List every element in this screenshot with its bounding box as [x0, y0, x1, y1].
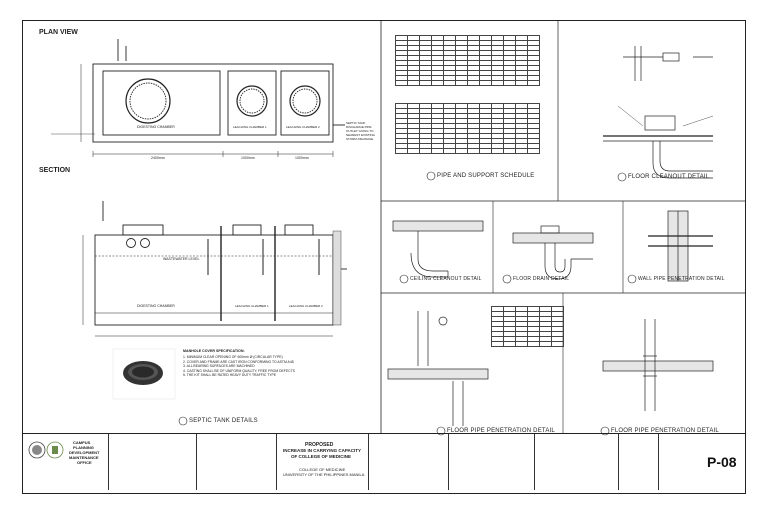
title-block-project-cell: PROPOSED INCREASE IN CARRYING CAPACITY O… [277, 434, 369, 490]
floor-pipe-1-title: FLOOR PIPE PENETRATION DETAIL [447, 428, 555, 434]
title-block-cell-3 [197, 434, 277, 490]
title-block-cell-5 [369, 434, 449, 490]
project-title: PROPOSED [305, 442, 334, 448]
pipe-schedule-table-2 [395, 103, 540, 154]
plan-dim-3: 1000mm [295, 156, 309, 160]
org-line-4: MAINTENANCE [69, 455, 99, 460]
floor-pipe-2-drawing [602, 319, 714, 411]
org-line-2: PLANNING [73, 445, 94, 450]
title-block-logo-cell: CAMPUS PLANNING DEVELOPMENT MAINTENANCE … [23, 434, 109, 490]
plan-tank [51, 39, 345, 157]
university-name: UNIVERSITY OF THE PHILIPPINES MANILA [283, 472, 365, 477]
section-chamber-2: LEACHING CHAMBER 1 [235, 304, 269, 308]
plan-chamber-1: DIGESTING CHAMBER [137, 125, 175, 129]
section-water-level: WASTEWATER LEVEL [163, 257, 200, 261]
org-line-3: DEVELOPMENT [69, 450, 100, 455]
floor-cleanout-drawing [603, 46, 714, 179]
plan-discharge-note: SEPTIC TANK DISCHARGE PIPE OUTLET GOING … [346, 121, 375, 141]
wall-pipe-drawing [648, 210, 713, 282]
section-chamber-3: LEACHING CHAMBER 2 [289, 304, 323, 308]
drawing-sheet: PLAN VIEW SECTION DIGESTING CHAMBER LEAC… [22, 20, 746, 494]
drawing-linework [51, 21, 745, 436]
org-line-1: CAMPUS [73, 440, 91, 445]
detail-title-marks [178, 171, 637, 436]
plan-chamber-3: LEACHING CHAMBER 2 [286, 125, 320, 129]
manhole-cover-image [112, 348, 176, 400]
org-line-5: OFFICE [77, 460, 92, 465]
plan-dim-2: 1000mm [241, 156, 255, 160]
floor-pipe-table [491, 306, 564, 347]
plan-chamber-2: LEACHING CHAMBER 1 [233, 125, 267, 129]
title-block-sheet-cell: P-08 [659, 434, 745, 490]
floor-drain-title: FLOOR DRAIN DETAIL [513, 276, 570, 282]
title-block: CAMPUS PLANNING DEVELOPMENT MAINTENANCE … [23, 433, 745, 494]
project-subtitle: INCREASE IN CARRYING CAPACITY [283, 448, 362, 453]
manhole-heading: MANHOLE COVER SPECIFICATION: [183, 349, 245, 353]
title-block-cell-8 [619, 434, 659, 490]
plan-dim-1: 2400mm [151, 156, 165, 160]
sheet-number: P-08 [707, 454, 737, 470]
pipe-schedule-table-1 [395, 35, 540, 86]
title-block-cell-2 [109, 434, 197, 490]
title-block-cell-7 [535, 434, 619, 490]
ceiling-cleanout-drawing [392, 220, 484, 278]
plan-view-title: PLAN VIEW [39, 29, 78, 36]
ceiling-cleanout-title: CEILING CLEANOUT DETAIL [410, 276, 482, 282]
section-title: SECTION [39, 167, 71, 174]
university-seal-icon [28, 441, 64, 459]
college-name: COLLEGE OF MEDICINE [299, 467, 346, 472]
project-subtitle-2: OF COLLEGE OF MEDICINE [291, 454, 352, 459]
floor-cleanout-title: FLOOR CLEANOUT DETAIL [628, 174, 710, 180]
floor-drain-drawing [512, 225, 594, 280]
wall-pipe-title: WALL PIPE PENETRATION DETAIL [638, 276, 725, 282]
floor-pipe-1-drawing [387, 311, 489, 426]
section-chamber-1: DIGESTING CHAMBER [137, 304, 175, 308]
septic-tank-title: SEPTIC TANK DETAILS [189, 418, 258, 424]
section-tank [82, 201, 347, 337]
pipe-schedule-title: PIPE AND SUPPORT SCHEDULE [437, 173, 535, 179]
floor-pipe-2-title: FLOOR PIPE PENETRATION DETAIL [611, 428, 719, 434]
title-block-cell-6 [449, 434, 535, 490]
manhole-notes: 1. MINIMUM CLEAR OPENING OF 600mm Ø (CIR… [183, 355, 295, 377]
